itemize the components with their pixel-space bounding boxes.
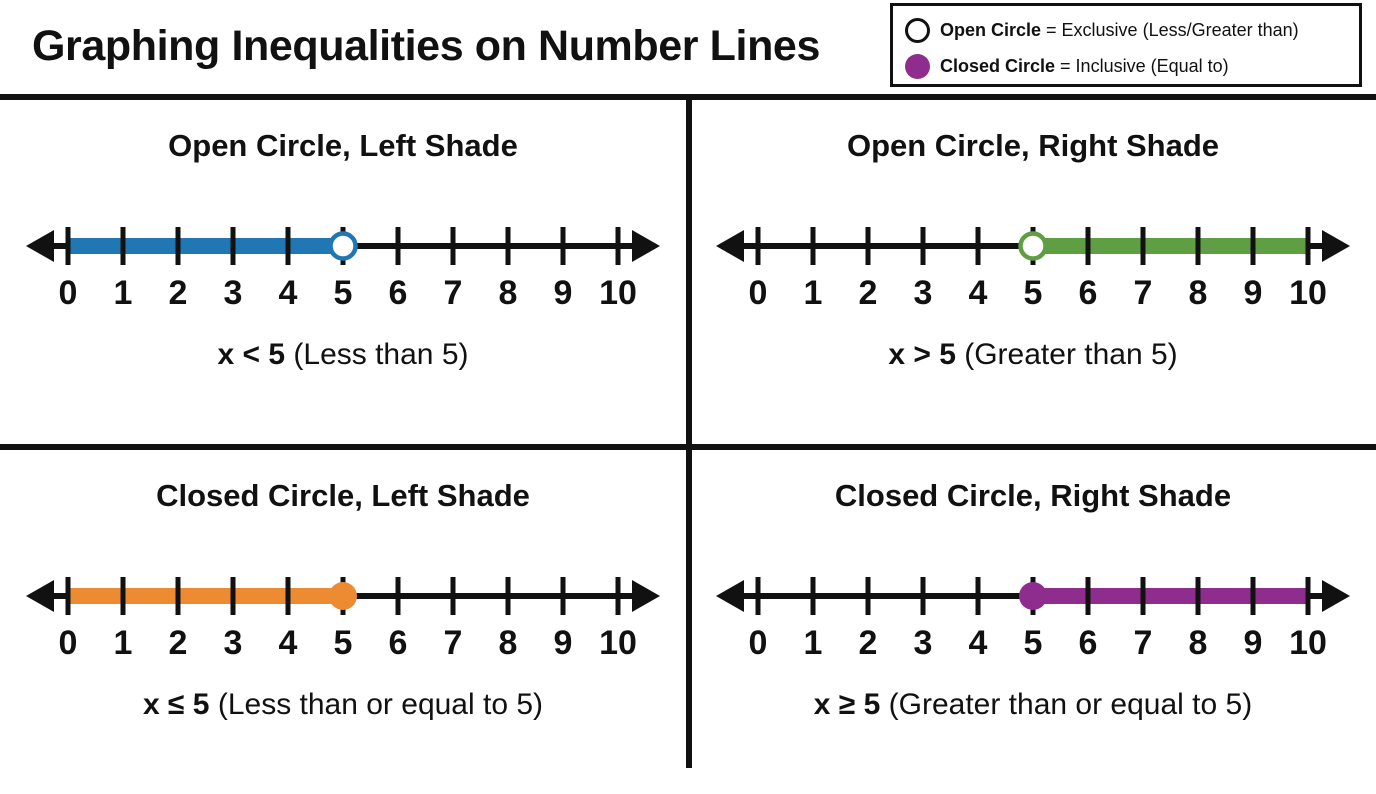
tick-label: 2 <box>169 624 188 662</box>
tick-label: 5 <box>334 624 353 662</box>
legend-box: Open Circle = Exclusive (Less/Greater th… <box>890 3 1362 87</box>
tick-label: 0 <box>59 274 78 312</box>
tick-label: 2 <box>859 624 878 662</box>
legend-definition-open: = Exclusive (Less/Greater than) <box>1046 19 1299 40</box>
tick-label: 9 <box>554 274 573 312</box>
tick-label: 2 <box>169 274 188 312</box>
tick-label: 8 <box>499 624 518 662</box>
tick-label: 2 <box>859 274 878 312</box>
tick-label: 4 <box>279 274 298 312</box>
legend-row-closed: Closed Circle = Inclusive (Equal to) <box>905 48 1349 84</box>
tick-label: 1 <box>804 624 823 662</box>
tick-label: 6 <box>1079 274 1098 312</box>
tick-label: 1 <box>114 274 133 312</box>
tick-label: 5 <box>1024 624 1043 662</box>
tick-label: 4 <box>969 274 988 312</box>
tick-label: 0 <box>59 624 78 662</box>
panel-description: (Less than 5) <box>293 338 469 371</box>
tick-label: 10 <box>599 274 637 312</box>
tick-label: 7 <box>444 624 463 662</box>
tick-label: 7 <box>1134 274 1153 312</box>
tick-label: 1 <box>114 624 133 662</box>
tick-label: 9 <box>554 624 573 662</box>
tick-label: 5 <box>1024 274 1043 312</box>
panel-description: (Greater than 5) <box>964 338 1178 371</box>
tick-label: 5 <box>334 274 353 312</box>
tick-label: 10 <box>1289 274 1327 312</box>
panel-title: Closed Circle, Left Shade <box>156 478 530 513</box>
tick-label: 10 <box>1289 624 1327 662</box>
tick-label: 8 <box>1189 624 1208 662</box>
tick-label: 3 <box>914 624 933 662</box>
panel-inequality: x ≥ 5 <box>813 688 881 721</box>
header-divider <box>0 94 1376 100</box>
tick-label: 9 <box>1244 624 1263 662</box>
panel-caption: x > 5 (Greater than 5) <box>690 338 1376 372</box>
panel-inequality: x > 5 <box>888 338 956 371</box>
tick-label: 3 <box>224 624 243 662</box>
tick-label: 8 <box>1189 274 1208 312</box>
tick-label: 3 <box>914 274 933 312</box>
panel-caption: x ≤ 5 (Less than or equal to 5) <box>0 688 686 722</box>
closed-circle-icon <box>905 53 930 79</box>
panel-title: Open Circle, Left Shade <box>168 128 518 163</box>
vertical-divider <box>686 100 692 768</box>
tick-label: 9 <box>1244 274 1263 312</box>
tick-label: 8 <box>499 274 518 312</box>
tick-label: 7 <box>1134 624 1153 662</box>
page-header: Graphing Inequalities on Number Lines <box>0 0 1376 100</box>
tick-label: 4 <box>969 624 988 662</box>
panel-inequality: x < 5 <box>217 338 286 371</box>
tick-label: 3 <box>224 274 243 312</box>
tick-label: 0 <box>749 624 768 662</box>
tick-label: 1 <box>804 274 823 312</box>
panel-description: (Greater than or equal to 5) <box>888 688 1253 721</box>
panel-title: Open Circle, Right Shade <box>846 128 1220 163</box>
panel-caption: x ≥ 5 (Greater than or equal to 5) <box>690 688 1376 722</box>
legend-term-open: Open Circle <box>940 19 1042 40</box>
panel-inequality: x ≤ 5 <box>142 688 210 721</box>
panel-description: (Less than or equal to 5) <box>217 688 544 721</box>
open-circle-icon <box>905 17 930 43</box>
tick-label: 7 <box>444 274 463 312</box>
legend-definition-closed: = Inclusive (Equal to) <box>1060 55 1229 76</box>
tick-label: 0 <box>749 274 768 312</box>
tick-label: 6 <box>389 624 408 662</box>
horizontal-divider <box>0 444 1376 450</box>
tick-label: 6 <box>1079 624 1098 662</box>
tick-label: 4 <box>279 624 298 662</box>
tick-label: 10 <box>599 624 637 662</box>
panel-title: Closed Circle, Right Shade <box>834 478 1232 513</box>
legend-term-closed: Closed Circle <box>940 55 1056 76</box>
panel-caption: x < 5 (Less than 5) <box>0 338 686 372</box>
tick-label: 6 <box>389 274 408 312</box>
legend-row-open: Open Circle = Exclusive (Less/Greater th… <box>905 12 1349 48</box>
page-title: Graphing Inequalities on Number Lines <box>32 22 820 70</box>
